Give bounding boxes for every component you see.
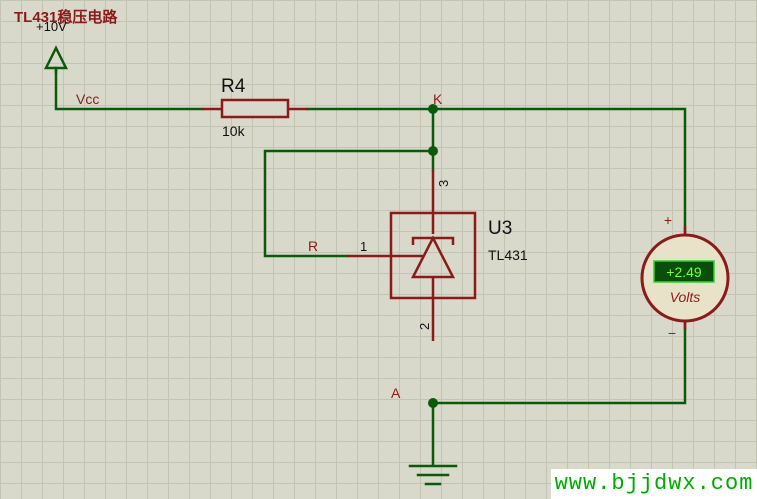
ground-symbol: [408, 464, 458, 486]
net-label-r: R: [308, 238, 318, 254]
junction-a: [428, 398, 438, 408]
regulator-u3[interactable]: [348, 170, 477, 341]
voltmeter-plus: +: [664, 212, 672, 228]
wire-ref-feedback: [263, 149, 435, 258]
junction-k: [428, 104, 438, 114]
u3-pin2-number: 2: [417, 323, 432, 330]
u3-pin3-number: 3: [436, 180, 451, 187]
watermark: www.bjjdwx.com: [551, 469, 757, 499]
resistor-ref: R4: [221, 76, 246, 97]
net-label-vcc: Vcc: [76, 91, 99, 107]
wires: [54, 68, 687, 467]
junction-feedback: [428, 146, 438, 156]
zener-triangle: [410, 235, 456, 279]
voltmeter-reading: +2.49: [666, 264, 702, 280]
voltmeter[interactable]: +2.49 Volts + −: [640, 212, 730, 341]
power-label: +10V: [36, 19, 67, 34]
wire-k-meter: [306, 107, 687, 238]
power-terminal[interactable]: [43, 45, 69, 74]
u3-pin1-number: 1: [360, 239, 367, 254]
wire-meter-a: [431, 318, 687, 405]
u3-part: TL431: [488, 247, 528, 263]
voltmeter-minus: −: [668, 325, 676, 341]
voltmeter-display: [653, 260, 715, 283]
u3-ref: U3: [488, 218, 512, 239]
zener-bar: [411, 236, 455, 245]
wire-vcc: [54, 68, 204, 111]
resistor-value: 10k: [222, 123, 246, 139]
net-label-k: K: [433, 91, 443, 107]
resistor-r4[interactable]: [202, 98, 308, 119]
diagram-title: TL431稳压电路: [14, 8, 118, 26]
voltmeter-unit: Volts: [670, 289, 701, 305]
net-label-a: A: [391, 385, 401, 401]
